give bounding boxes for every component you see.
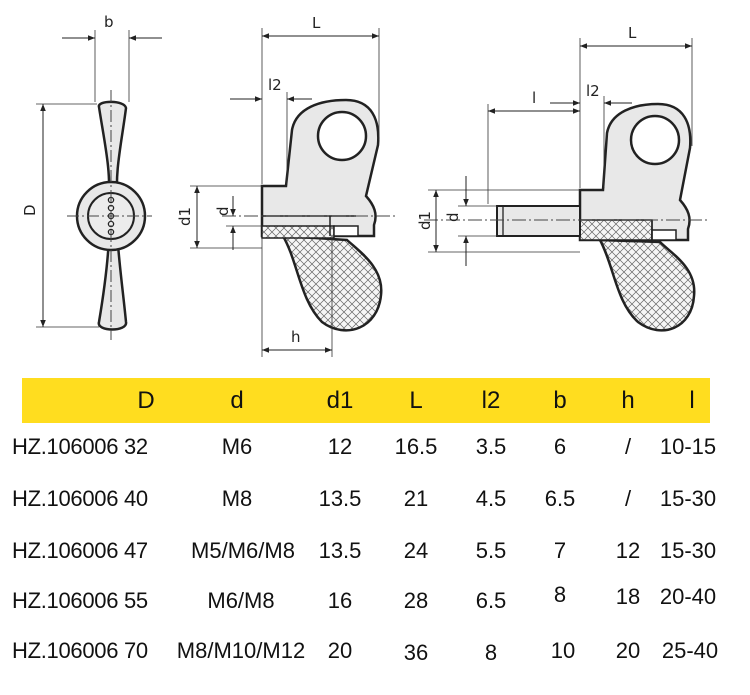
cell-L: 36 [403, 640, 429, 665]
cell-h: / [624, 486, 632, 511]
cell-d1: 16 [327, 588, 353, 613]
cell-l2: 4.5 [475, 486, 507, 511]
thumb-hole-side [316, 110, 368, 162]
side-view: L l2 d1 d h [176, 14, 396, 357]
col-header-d1: d1 [326, 387, 354, 414]
dim-L-stud: L [628, 24, 637, 42]
col-header-b: b [553, 387, 567, 414]
cell-d: M6 [221, 434, 253, 459]
dim-L-side: L [312, 14, 321, 32]
cell-b: 6 [553, 434, 567, 459]
dim-b-front: b [104, 13, 114, 31]
row-code: HZ.106006 32 [12, 434, 148, 459]
cell-d1: 20 [327, 638, 353, 663]
thumb-hole-stud [629, 114, 681, 166]
cell-l2: 3.5 [475, 434, 507, 459]
cell-l2: 8 [484, 640, 498, 665]
technical-drawing: b D L l2 d1 d [21, 13, 710, 357]
col-header-h: h [621, 387, 635, 414]
cell-l: 15-30 [659, 538, 717, 563]
dim-h-side: h [291, 328, 301, 346]
row-code: HZ.106006 47 [12, 538, 148, 563]
front-view: b D [21, 13, 162, 340]
cell-b: 6.5 [544, 486, 576, 511]
table-header-bar [22, 378, 710, 423]
col-header-L: L [409, 387, 423, 414]
cell-l: 25-40 [661, 638, 719, 663]
cell-d: M6/M8 [207, 588, 275, 613]
dim-d1-stud: d1 [416, 211, 434, 230]
cell-d: M5/M6/M8 [191, 538, 295, 563]
cell-l: 20-40 [659, 584, 717, 609]
cell-l: 10-15 [659, 434, 717, 459]
dim-l2-side: l2 [268, 76, 282, 94]
col-header-D: D [137, 387, 155, 414]
threaded-stud [496, 205, 581, 237]
cell-h: / [624, 434, 632, 459]
dim-d-stud: d [444, 212, 462, 222]
cell-l2: 6.5 [475, 588, 507, 613]
stud-view: L l l2 d1 d [416, 24, 710, 332]
cell-l2: 5.5 [475, 538, 507, 563]
cell-b: 10 [550, 638, 576, 663]
cell-h: 12 [615, 538, 641, 563]
row-code: HZ.106006 40 [12, 486, 148, 511]
stud-insert [579, 219, 653, 241]
col-header-l2: l2 [481, 387, 501, 414]
col-header-l: l [689, 387, 695, 414]
cell-d1: 13.5 [318, 486, 362, 511]
col-header-d: d [230, 387, 244, 414]
dim-D-front: D [21, 204, 39, 216]
cell-L: 28 [403, 588, 429, 613]
cell-l: 15-30 [659, 486, 717, 511]
dim-d1-side: d1 [176, 207, 194, 226]
row-code: HZ.106006 55 [12, 588, 148, 613]
cell-d: M8 [221, 486, 253, 511]
cell-b: 7 [553, 538, 567, 563]
cell-h: 20 [615, 638, 641, 663]
dim-l-stud: l [532, 89, 536, 107]
cell-L: 24 [403, 538, 429, 563]
dim-l2-stud: l2 [586, 82, 600, 100]
cell-h: 18 [615, 584, 641, 609]
cell-L: 21 [403, 486, 429, 511]
cell-d: M8/M10/M12 [176, 638, 306, 663]
bore-insert-side [261, 225, 335, 239]
cell-d1: 12 [327, 434, 353, 459]
cell-L: 16.5 [394, 434, 438, 459]
row-code: HZ.106006 70 [12, 638, 148, 663]
hatched-wing-stud [597, 238, 696, 332]
cell-b: 8 [553, 582, 567, 607]
dim-d-side: d [214, 206, 232, 216]
cell-d1: 13.5 [318, 538, 362, 563]
